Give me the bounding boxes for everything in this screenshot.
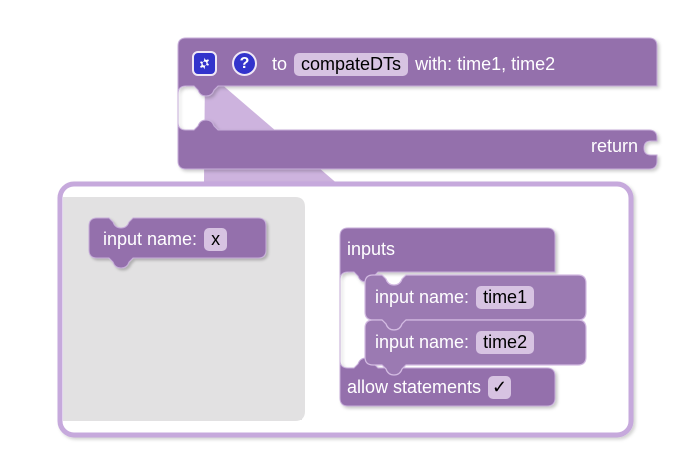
question-mark-icon[interactable]: ? [232,51,257,76]
flyout-input-name-row: input name: x [103,227,228,251]
mutator-input-field-1[interactable]: time1 [476,285,535,309]
flyout-input-name-label: input name: [103,229,198,249]
allow-statements-row[interactable]: allow statements ✓ [347,375,512,399]
gear-icon[interactable] [192,51,217,76]
mutator-input-row-2: input name: time2 [375,330,535,354]
with-params-label: with: time1, time2 [415,54,556,74]
mutator-input-label-2: input name: [375,332,470,352]
allow-statements-label: allow statements [347,377,482,397]
procedure-header-row: to compateDTs with: time1, time2 [272,52,555,76]
gear-icon-glyph [200,57,209,70]
return-label: return [590,136,638,156]
mutator-input-label-1: input name: [375,287,470,307]
procedure-name-field[interactable]: compateDTs [294,52,409,76]
question-mark-glyph: ? [239,54,250,72]
flyout-input-name-field[interactable]: x [204,227,228,251]
mutator-input-field-2[interactable]: time2 [476,330,535,354]
inputs-container-label-row: inputs [347,240,395,260]
inputs-container-label: inputs [347,239,396,259]
mutator-input-row-1: input name: time1 [375,285,535,309]
to-label: to [272,54,288,74]
return-row: return [560,137,638,157]
allow-statements-checkbox[interactable]: ✓ [488,375,512,399]
